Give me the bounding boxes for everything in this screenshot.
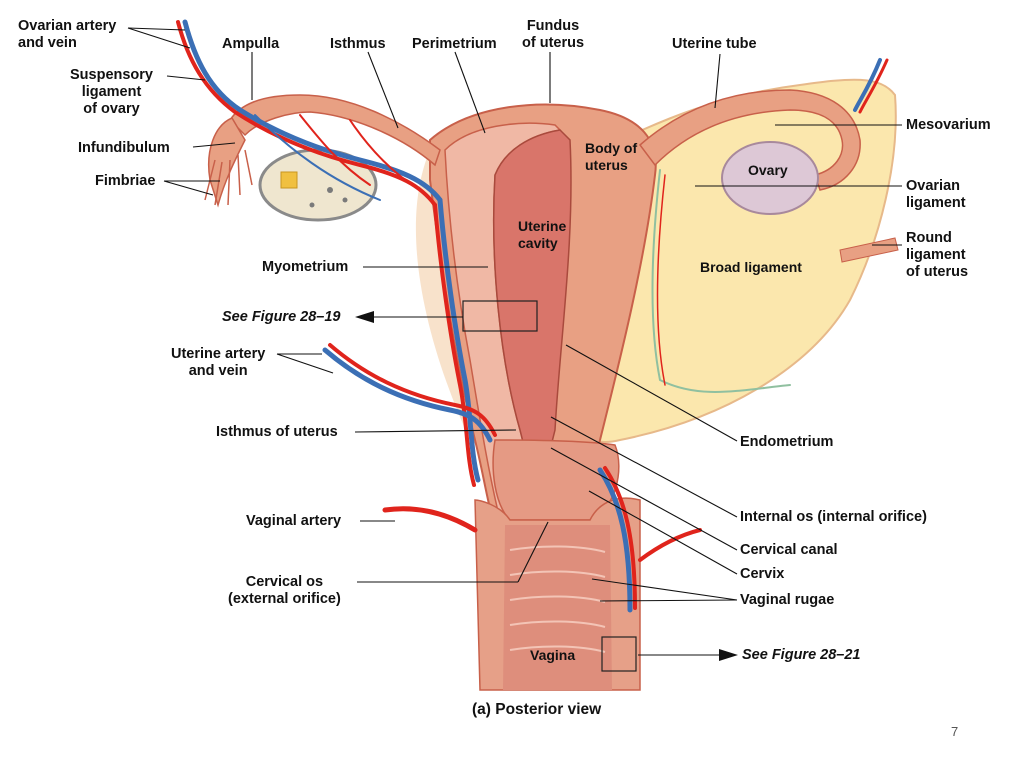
- label-ovary: Ovary: [748, 162, 788, 178]
- label-mesovarium: Mesovarium: [906, 117, 991, 133]
- label-round-ligament: Round ligament of uterus: [906, 230, 969, 280]
- follicle-dot: [309, 202, 315, 208]
- label-suspensory-ligament: Suspensory ligament of ovary: [70, 67, 153, 117]
- right-ovary: [721, 141, 819, 215]
- label-see-figure-28-19: See Figure 28–19: [222, 309, 341, 325]
- label-endometrium: Endometrium: [740, 434, 834, 450]
- label-fimbriae: Fimbriae: [95, 173, 156, 189]
- uterine-cavity-shape: [492, 129, 572, 471]
- label-cervical-os: Cervical os (external orifice): [228, 574, 341, 607]
- blood-vessels: [176, 19, 889, 613]
- label-fundus: Fundus of uterus: [522, 18, 585, 51]
- label-ovarian-artery-vein: Ovarian artery and vein: [18, 18, 117, 51]
- label-internal-os: Internal os (internal orifice): [740, 509, 927, 525]
- follicle: [280, 171, 298, 189]
- arrowhead: [355, 311, 374, 323]
- follicle-dot: [342, 197, 348, 203]
- label-uterine-tube: Uterine tube: [672, 36, 757, 52]
- label-broad-ligament: Broad ligament: [700, 259, 802, 275]
- label-uterine-cavity: Uterine cavity: [518, 218, 567, 251]
- label-cervical-canal: Cervical canal: [740, 542, 838, 558]
- label-vaginal-rugae: Vaginal rugae: [740, 592, 835, 608]
- label-vagina: Vagina: [530, 647, 576, 663]
- leader-lines: [127, 27, 902, 656]
- vaginal-rugae-lines: [509, 545, 606, 653]
- label-cervix: Cervix: [740, 566, 785, 582]
- page-number: 7: [951, 724, 959, 739]
- label-myometrium: Myometrium: [262, 259, 349, 275]
- label-ovarian-ligament: Ovarian ligament: [906, 178, 966, 211]
- label-ampulla: Ampulla: [222, 36, 280, 52]
- label-see-figure-28-21: See Figure 28–21: [742, 647, 861, 663]
- figure-caption: (a) Posterior view: [472, 701, 602, 718]
- label-body-of-uterus: Body of uterus: [585, 140, 638, 173]
- follicle-dot: [327, 187, 333, 193]
- figure-21-box: [601, 636, 637, 672]
- label-perimetrium: Perimetrium: [412, 36, 497, 52]
- round-ligament-shape: [839, 237, 899, 263]
- label-vaginal-artery: Vaginal artery: [246, 513, 342, 529]
- label-uterine-artery-vein: Uterine artery and vein: [171, 346, 266, 379]
- right-uterine-tube: [638, 89, 861, 191]
- label-isthmus: Isthmus: [330, 36, 386, 52]
- figure-19-box: [462, 300, 538, 332]
- arrowhead: [719, 649, 738, 661]
- label-infundibulum: Infundibulum: [78, 140, 170, 156]
- label-isthmus-of-uterus: Isthmus of uterus: [216, 424, 338, 440]
